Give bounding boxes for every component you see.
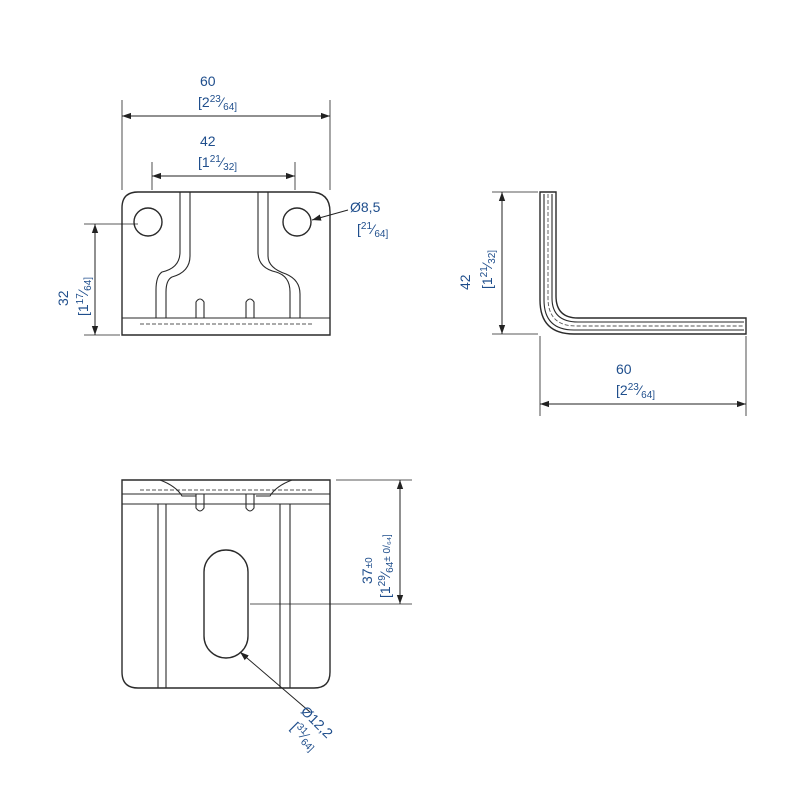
dim-hole-dia-value: Ø8,5 — [350, 199, 381, 215]
dim-side-height: 42 [121⁄32] — [457, 191, 538, 335]
front-view-tab-left — [195, 298, 205, 318]
dim-side-width-value: 60 — [616, 361, 632, 377]
dim-front-height-imperial: [117⁄64] — [75, 277, 94, 316]
side-view-outline — [539, 191, 747, 335]
dim-front-slot: 42 [121⁄32] — [151, 133, 296, 190]
dim-front-width-imperial: [223⁄64] — [198, 94, 237, 113]
front-view-bend-right — [257, 192, 291, 318]
dim-front-width: 60 [223⁄64] — [121, 73, 331, 190]
side-view-center-line — [547, 194, 744, 327]
dim-front-width-value: 60 — [200, 73, 216, 89]
dim-top-length-value: 37±0 — [359, 557, 375, 584]
front-view — [121, 191, 331, 336]
front-view-tab-right — [245, 298, 255, 318]
top-view-tab-left — [195, 494, 205, 512]
top-view-bend-left — [159, 479, 196, 497]
dim-hole-dia: Ø8,5 [21⁄64] — [311, 199, 388, 240]
dim-top-length: 37±0 [129⁄64± 0/₆₄] — [250, 479, 412, 605]
side-view-outer-edge — [543, 194, 744, 331]
dim-side-width: 60 [223⁄64] — [539, 336, 747, 416]
front-view-hole-right — [282, 207, 312, 237]
dim-hole-dia-imperial: [21⁄64] — [357, 221, 388, 240]
dim-side-width-imperial: [223⁄64] — [616, 382, 655, 401]
front-view-outline — [121, 191, 331, 336]
front-view-bend-right-inner — [267, 192, 301, 318]
side-view — [539, 191, 747, 335]
front-view-bend-left-inner — [165, 192, 191, 318]
top-view-slot — [203, 549, 249, 659]
dim-side-height-imperial: [121⁄32] — [479, 250, 498, 289]
dim-side-height-value: 42 — [457, 274, 473, 290]
front-view-bend-left — [155, 192, 181, 318]
top-view-bend-right — [256, 479, 293, 497]
dim-front-height-value: 32 — [55, 290, 71, 306]
side-view-inner-edge — [551, 194, 744, 323]
front-view-hole-left — [133, 207, 163, 237]
dim-front-height: 32 [117⁄64] — [55, 223, 138, 336]
dim-top-length-imperial: [129⁄64± 0/₆₄] — [377, 534, 396, 598]
dim-front-slot-imperial: [121⁄32] — [198, 154, 237, 173]
dim-front-slot-value: 42 — [200, 133, 216, 149]
top-view-tab-right — [245, 494, 255, 512]
top-view — [121, 479, 331, 689]
